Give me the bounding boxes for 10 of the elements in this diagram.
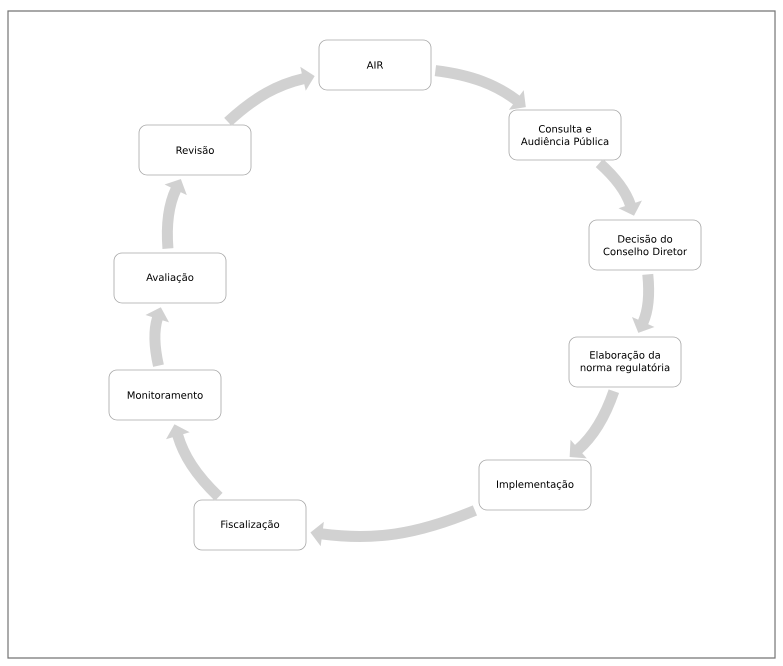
process-box: Consulta e Audiência Pública bbox=[508, 110, 622, 160]
process-box: Revisão bbox=[138, 124, 252, 176]
process-box: Elaboração da norma regulatória bbox=[568, 336, 682, 388]
process-box: Avaliação bbox=[114, 252, 226, 304]
process-box: Implementação bbox=[478, 460, 592, 510]
process-box: AIR bbox=[318, 40, 432, 90]
process-box: Decisão do Conselho Diretor bbox=[588, 220, 702, 270]
process-box: Fiscalização bbox=[194, 500, 306, 550]
process-box: Monitoramento bbox=[108, 370, 222, 420]
cycle-arrow bbox=[570, 389, 620, 458]
